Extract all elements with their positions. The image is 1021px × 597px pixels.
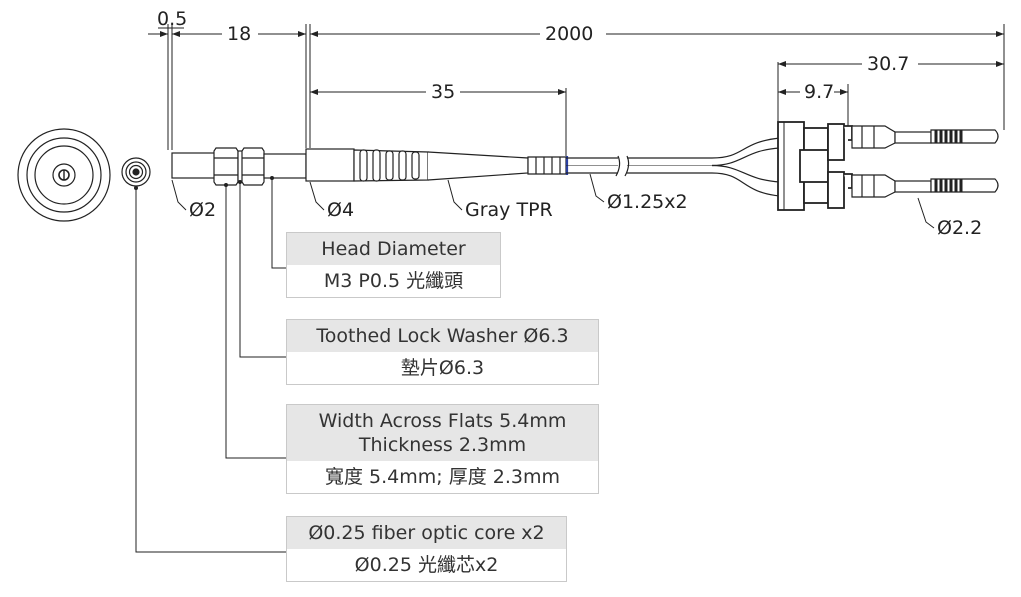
label-dia4: Ø4 bbox=[327, 199, 354, 221]
label-dia22: Ø2.2 bbox=[937, 217, 982, 239]
label-dia125: Ø1.25x2 bbox=[607, 191, 688, 213]
callout-head-title: Head Diameter bbox=[287, 233, 500, 265]
callout-flats-body: 寬度 5.4mm; 厚度 2.3mm bbox=[287, 461, 598, 493]
connector-block bbox=[777, 121, 853, 211]
dim-0-5: 0.5 bbox=[157, 8, 187, 30]
callout-washer-body: 墊片Ø6.3 bbox=[287, 352, 598, 384]
label-dia2: Ø2 bbox=[189, 199, 216, 221]
lower-pin bbox=[851, 174, 999, 198]
callout-flats-title-line1: Width Across Flats 5.4mm bbox=[318, 410, 567, 432]
gray-tpr-boot bbox=[305, 148, 569, 182]
cable bbox=[566, 137, 781, 197]
dim-35: 35 bbox=[431, 81, 455, 103]
sensor-head bbox=[171, 147, 307, 186]
label-gray-tpr: Gray TPR bbox=[465, 199, 553, 221]
callout-head-diameter: Head Diameter M3 P0.5 光纖頭 bbox=[286, 232, 501, 298]
dim-18: 18 bbox=[227, 23, 251, 45]
callout-flats-title-line2: Thickness 2.3mm bbox=[358, 434, 527, 456]
dimension-arrows bbox=[160, 31, 1004, 95]
large-end-view bbox=[17, 128, 111, 222]
callout-flats-title: Width Across Flats 5.4mm Thickness 2.3mm bbox=[287, 405, 598, 461]
dim-30-7: 30.7 bbox=[867, 53, 909, 75]
callout-fiber-core: Ø0.25 fiber optic core x2 Ø0.25 光纖芯x2 bbox=[286, 516, 567, 582]
leader-dots bbox=[134, 176, 274, 190]
callout-flats: Width Across Flats 5.4mm Thickness 2.3mm… bbox=[286, 404, 599, 494]
small-end-view bbox=[121, 157, 151, 187]
callout-fiber-body: Ø0.25 光纖芯x2 bbox=[287, 549, 566, 581]
leader-lines bbox=[135, 173, 935, 553]
dim-9-7: 9.7 bbox=[804, 81, 834, 103]
callout-washer-title: Toothed Lock Washer Ø6.3 bbox=[287, 320, 598, 352]
callout-lock-washer: Toothed Lock Washer Ø6.3 墊片Ø6.3 bbox=[286, 319, 599, 385]
upper-pin bbox=[851, 125, 999, 149]
dim-2000: 2000 bbox=[545, 23, 593, 45]
callout-head-body: M3 P0.5 光纖頭 bbox=[287, 265, 500, 297]
callout-fiber-title: Ø0.25 fiber optic core x2 bbox=[287, 517, 566, 549]
